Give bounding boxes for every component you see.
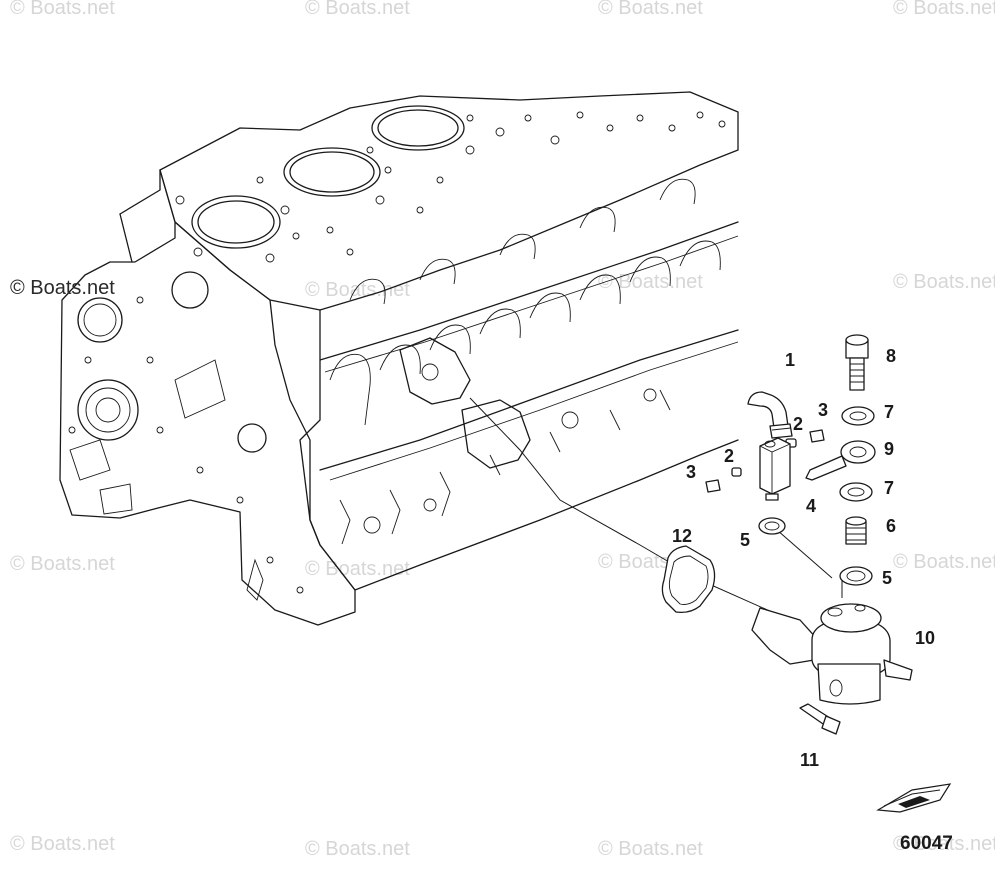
washer-upper bbox=[841, 406, 875, 426]
watermark-main: © Boats.net bbox=[10, 277, 115, 299]
watermark: © Boats.net bbox=[10, 553, 115, 575]
callout-4: 4 bbox=[806, 496, 816, 516]
callout-9: 9 bbox=[884, 439, 894, 459]
figure-number: 60047 bbox=[900, 833, 953, 854]
watermark: © Boats.net bbox=[893, 271, 995, 293]
callout-3: 3 bbox=[686, 462, 696, 482]
watermark: © Boats.net bbox=[893, 551, 995, 573]
callout-2: 2 bbox=[793, 414, 803, 434]
callout-2: 2 bbox=[724, 446, 734, 466]
threaded-nipple bbox=[845, 516, 867, 545]
watermark: © Boats.net bbox=[893, 0, 995, 19]
leader-5 bbox=[776, 529, 833, 579]
callout-5: 5 bbox=[740, 530, 750, 550]
watermark: © Boats.net bbox=[10, 833, 115, 855]
engine-block bbox=[59, 91, 739, 626]
callout-11: 11 bbox=[800, 750, 819, 770]
watermark: © Boats.net bbox=[598, 838, 703, 860]
callout-labels: 1 2 2 3 3 4 5 5 6 7 7 8 9 10 11 12 bbox=[672, 346, 935, 770]
plug-left bbox=[731, 467, 742, 477]
watermark: © Boats.net bbox=[10, 0, 115, 19]
fuel-lift-pump bbox=[751, 603, 913, 705]
callout-3: 3 bbox=[818, 400, 828, 420]
mounting-bolt bbox=[799, 703, 841, 735]
banjo-bolt bbox=[845, 334, 869, 391]
filter-head-block bbox=[759, 437, 791, 501]
deck-holes bbox=[175, 111, 726, 263]
watermark: © Boats.net bbox=[305, 0, 410, 19]
callout-1: 1 bbox=[785, 350, 795, 370]
fitting-right bbox=[809, 429, 825, 443]
washer-lower bbox=[839, 482, 873, 502]
callout-7: 7 bbox=[884, 478, 894, 498]
fitting-left bbox=[705, 479, 721, 493]
callout-12: 12 bbox=[672, 526, 692, 546]
watermark: © Boats.net bbox=[598, 271, 703, 293]
banjo-fitting bbox=[805, 440, 876, 481]
callout-10: 10 bbox=[915, 628, 935, 648]
watermark: © Boats.net bbox=[305, 279, 410, 301]
boat-orientation-icon bbox=[876, 783, 952, 813]
assembly-leader bbox=[469, 397, 791, 621]
callout-7: 7 bbox=[884, 402, 894, 422]
callout-6: 6 bbox=[886, 516, 896, 536]
pump-gasket bbox=[661, 545, 716, 614]
watermark: © Boats.net bbox=[598, 0, 703, 19]
o-ring-right bbox=[839, 566, 873, 586]
callout-8: 8 bbox=[886, 346, 896, 366]
elbow-fitting bbox=[747, 391, 793, 439]
watermark: © Boats.net bbox=[305, 558, 410, 580]
watermark: © Boats.net bbox=[893, 833, 995, 855]
watermark: © Boats.net bbox=[305, 838, 410, 860]
watermark-layer: © Boats.net © Boats.net © Boats.net © Bo… bbox=[10, 0, 995, 860]
o-ring-left bbox=[758, 517, 786, 535]
callout-5: 5 bbox=[882, 568, 892, 588]
